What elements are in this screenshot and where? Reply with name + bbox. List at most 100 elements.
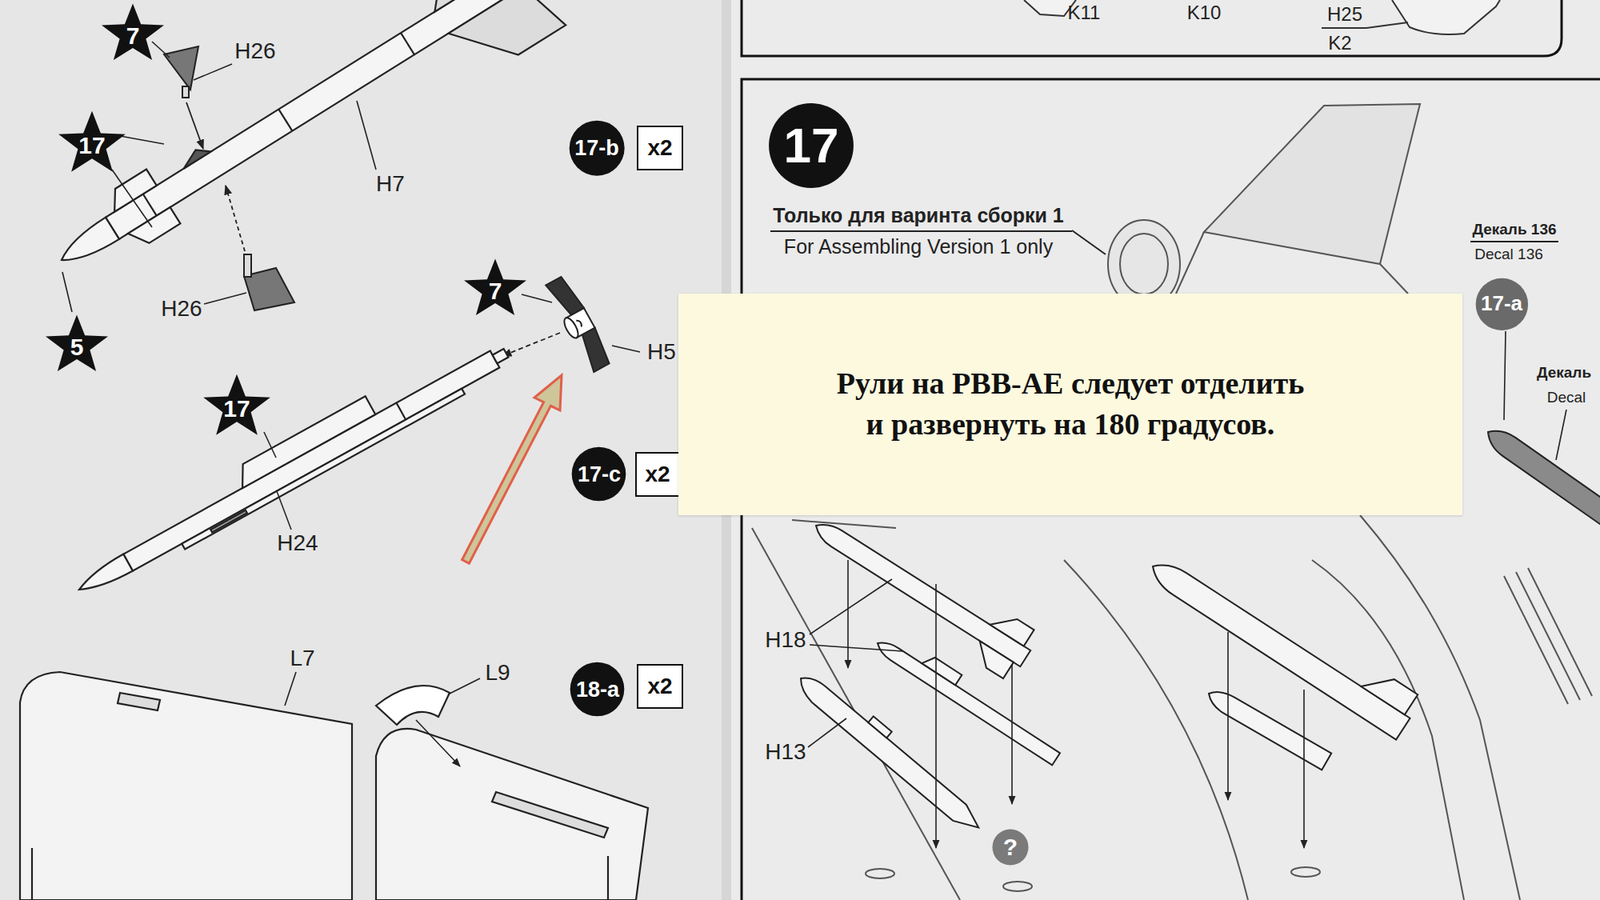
fin-part-drawing	[182, 86, 189, 98]
leader-line	[1504, 331, 1506, 420]
tail-fin-part-drawing	[576, 319, 583, 328]
missile-drawing	[123, 351, 500, 572]
callout-number: 7	[126, 23, 140, 49]
aircraft-drawing	[1120, 233, 1168, 295]
leader-line	[1556, 409, 1567, 460]
part-label: Только для варинта сборки 1	[772, 204, 1064, 228]
circle-shape	[768, 103, 854, 188]
top-parts-drawing	[1024, 0, 1500, 35]
circle-shape	[992, 828, 1028, 865]
callout-star: 7	[462, 257, 528, 320]
fuel-tank-drawing	[492, 792, 608, 838]
callout-number: 17	[78, 132, 105, 159]
circle-shape	[1475, 277, 1528, 330]
panel-border	[741, 0, 1562, 56]
missile-drawing	[793, 664, 990, 836]
fuel-tank-drawing	[20, 672, 352, 900]
aircraft-drawing	[865, 868, 895, 879]
missile-drawing	[400, 32, 415, 55]
star-shape	[203, 374, 271, 436]
circle-shape	[572, 447, 627, 502]
tail-fin-part-drawing	[561, 316, 581, 340]
missile-drawing	[105, 0, 608, 240]
quantity-box: x2	[636, 664, 684, 709]
highlight-arrow	[462, 375, 562, 564]
fuel-tank-drawing	[416, 720, 460, 767]
part-label: H5	[647, 340, 676, 365]
part-label: H13	[764, 740, 806, 765]
part-label: L7	[289, 646, 315, 672]
missile-drawing	[800, 501, 1041, 684]
part-label: H24	[276, 531, 318, 556]
quantity-box: x2	[636, 125, 684, 171]
aircraft-drawing	[792, 520, 896, 528]
missile-drawing	[64, 326, 515, 604]
star-shape	[58, 111, 126, 172]
leader-line	[193, 64, 232, 80]
leader-line	[1303, 689, 1305, 848]
leader-line	[612, 345, 640, 352]
callout-number: 7	[488, 278, 503, 304]
star-shape	[464, 259, 527, 316]
part-label: H26	[160, 296, 202, 322]
leader-line	[62, 41, 1567, 848]
part-label: H7	[376, 172, 405, 197]
callout-star: 7	[100, 2, 166, 65]
missile-drawing	[210, 510, 248, 533]
callout-number: ?	[1003, 834, 1018, 860]
callout-number: 18-a	[576, 678, 620, 701]
missile-drawing	[1145, 535, 1424, 740]
missile-drawing	[143, 194, 157, 216]
fuel-tank-drawing	[376, 728, 648, 900]
help-circle: ?	[992, 828, 1029, 866]
missile-drawing	[178, 143, 211, 168]
paper-background	[0, 0, 730, 900]
leader-line	[284, 672, 296, 706]
leader-line	[935, 584, 937, 848]
missile-drawing	[969, 640, 1014, 679]
step-circle: 17-c	[571, 446, 627, 502]
missile-drawing	[1360, 666, 1418, 716]
leader-line	[809, 644, 903, 652]
circle-shape	[569, 120, 625, 176]
callout-star: 17	[56, 109, 128, 177]
quantity-box: x2	[635, 452, 680, 497]
aircraft-drawing	[1072, 230, 1106, 255]
highlight-arrow	[462, 375, 562, 564]
step-circle: 17-b	[568, 120, 625, 176]
leader-line	[521, 294, 552, 303]
fin-part-drawing	[244, 254, 252, 277]
aircraft-drawing	[1291, 867, 1320, 877]
callout-star: 5	[44, 313, 110, 376]
callout-star: 17	[201, 372, 272, 440]
fuel-tank-drawing	[20, 672, 648, 900]
aircraft-drawing	[770, 230, 1072, 232]
missile-drawing	[868, 716, 892, 738]
top-parts-drawing	[1392, 0, 1500, 35]
leader-line	[120, 136, 164, 144]
fuel-tank-drawing	[31, 848, 33, 900]
top-parts-drawing	[1321, 27, 1367, 29]
aircraft-drawing	[1504, 568, 1592, 704]
part-label: Decal	[1547, 389, 1587, 407]
part-label: Декаль 136	[1472, 221, 1556, 239]
assembly-arrow	[502, 332, 560, 356]
missile-drawing	[1204, 685, 1332, 771]
part-label: K2	[1328, 32, 1352, 54]
leader-line	[448, 678, 480, 695]
missile-drawing	[128, 207, 180, 250]
missile-drawing	[232, 396, 376, 488]
fin-part-drawing	[164, 46, 199, 90]
leader-line	[1227, 632, 1229, 800]
part-label: For Assembling Version 1 only	[784, 236, 1053, 259]
part-label: H25	[1327, 4, 1363, 25]
part-label: K11	[1068, 2, 1101, 24]
star-shape	[101, 4, 164, 61]
top-parts-drawing	[1366, 22, 1408, 28]
missile-drawing	[55, 217, 120, 272]
callout-number: 5	[70, 334, 84, 360]
leader-line	[112, 169, 152, 228]
leader-line	[809, 579, 892, 635]
